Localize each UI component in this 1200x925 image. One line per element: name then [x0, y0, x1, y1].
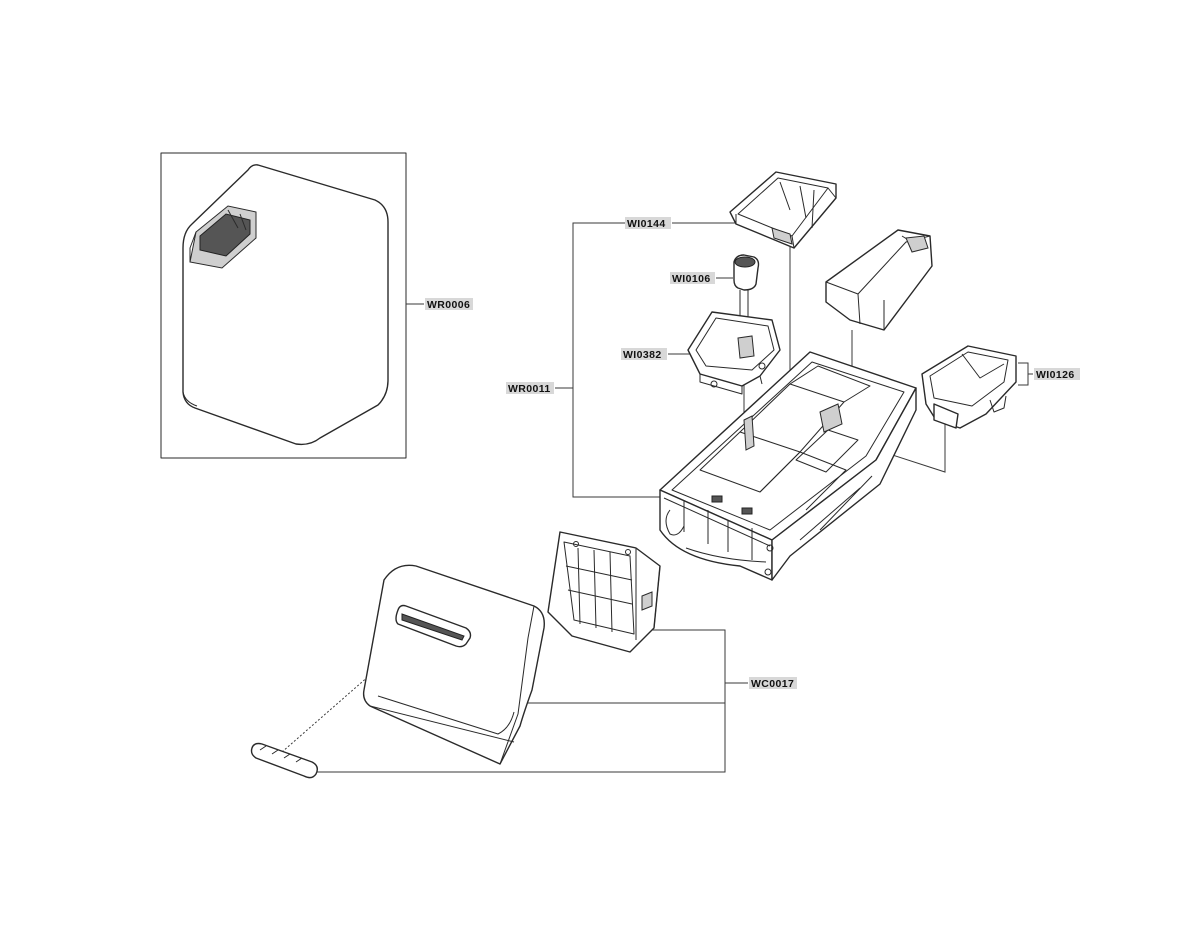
wi0382-tray [687, 311, 781, 395]
label-wr0006: WR0006 [427, 299, 470, 311]
label-wi0382: WI0382 [623, 349, 662, 361]
rinse-basket [825, 229, 933, 331]
label-wi0144: WI0144 [627, 218, 666, 230]
wc0017-gasket [250, 742, 319, 779]
wi0144-tray [729, 171, 837, 249]
wr0011-housing [659, 351, 917, 581]
label-wr0011: WR0011 [508, 383, 551, 395]
wi0126-cup [921, 345, 1017, 429]
wc0017-drawer-front [362, 564, 545, 765]
wc0017-insert [547, 531, 661, 653]
label-wc0017: WC0017 [751, 678, 794, 690]
wr0006-inset [160, 152, 407, 459]
washer-cabinet [182, 164, 389, 446]
label-wi0126: WI0126 [1036, 369, 1075, 381]
inset-frame [160, 152, 407, 459]
label-wi0106: WI0106 [672, 273, 711, 285]
